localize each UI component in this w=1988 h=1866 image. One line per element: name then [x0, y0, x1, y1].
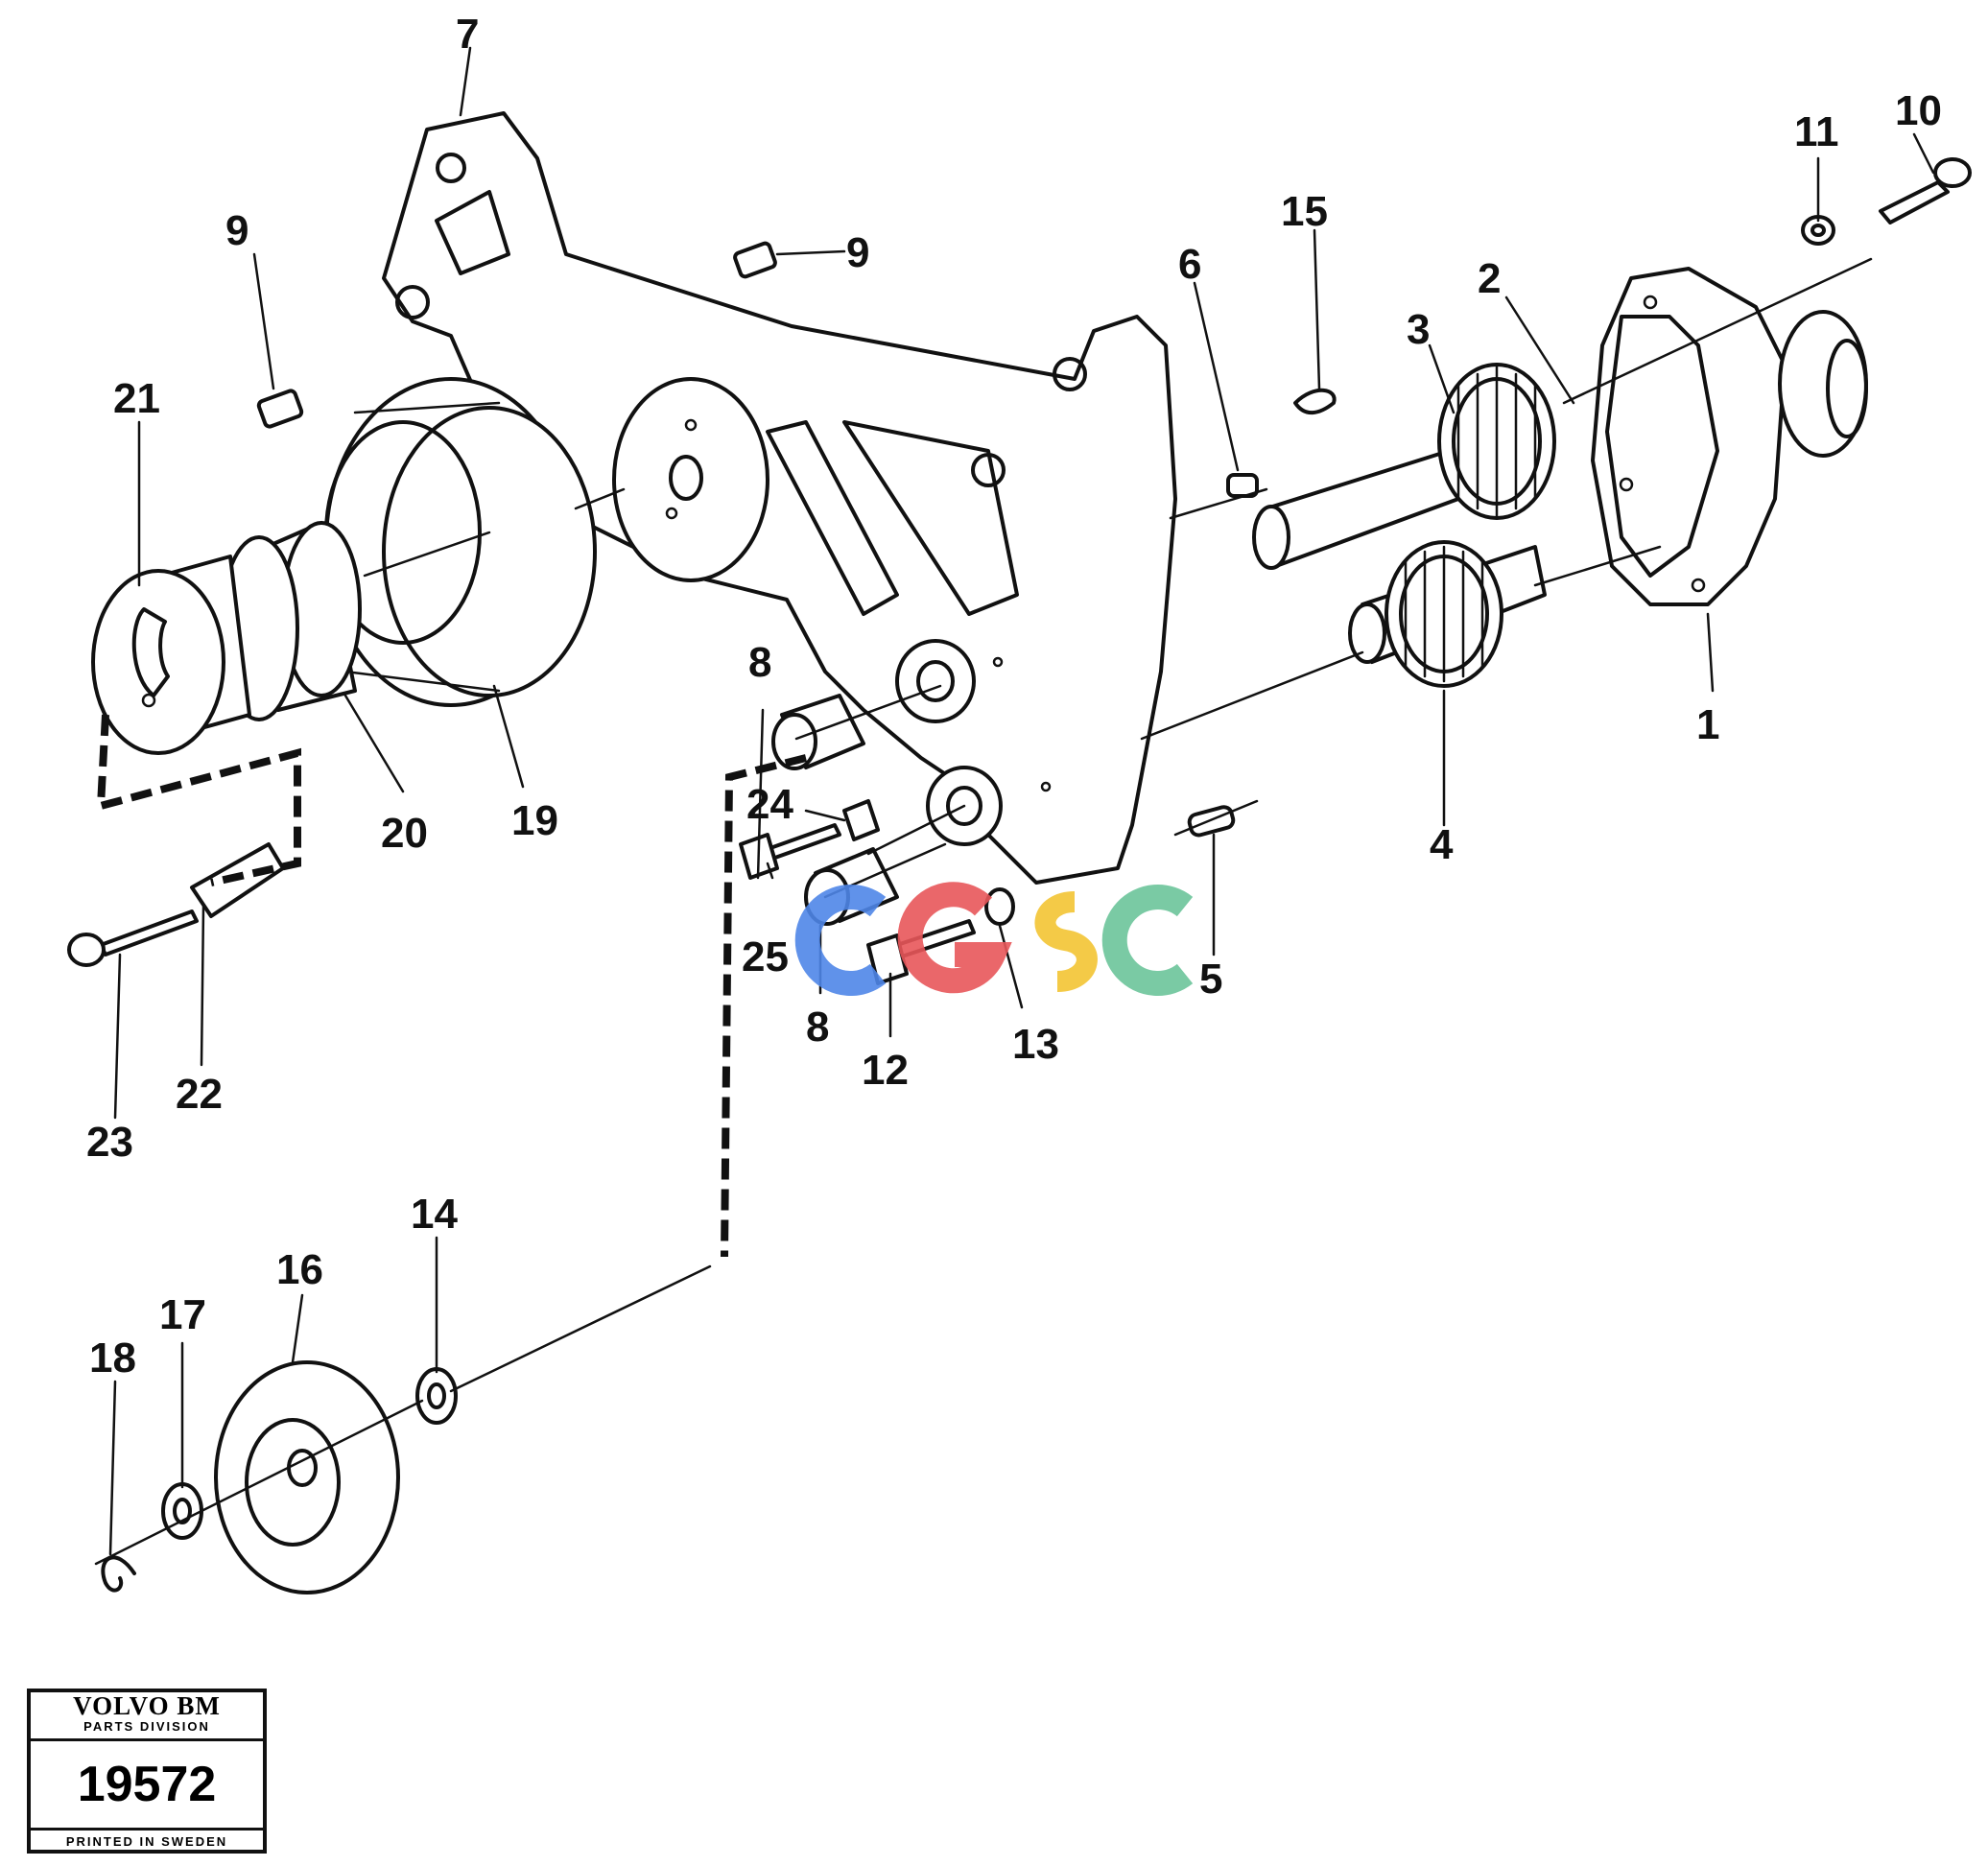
- label-13: 13: [1012, 1021, 1059, 1068]
- washer-14: [415, 1367, 458, 1425]
- label-7: 7: [456, 11, 479, 58]
- pump-gear-lower: [1348, 540, 1547, 688]
- label-2: 2: [1478, 255, 1501, 302]
- label-14: 14: [411, 1191, 458, 1238]
- label-25: 25: [742, 933, 789, 980]
- watermark-letter-s: [1034, 891, 1098, 992]
- bolt-23: [67, 909, 199, 967]
- label-18: 18: [89, 1335, 136, 1382]
- label-16: 16: [276, 1246, 323, 1293]
- set-screw-9b: [733, 241, 777, 279]
- label-9a: 9: [225, 207, 248, 254]
- label-17: 17: [159, 1291, 206, 1338]
- label-20: 20: [381, 810, 428, 857]
- bushing: [219, 521, 362, 721]
- stamp-number: 19572: [31, 1741, 263, 1831]
- stamp-division: PARTS DIVISION: [83, 1719, 210, 1734]
- set-screw-9a: [256, 389, 304, 429]
- label-3: 3: [1407, 306, 1430, 353]
- pump-cover: [1591, 267, 1868, 606]
- label-1: 1: [1696, 701, 1719, 748]
- dashed-assembly-line-left: [96, 714, 301, 886]
- label-24: 24: [746, 781, 793, 828]
- large-gear: [324, 377, 597, 707]
- gear-shaft: [1252, 363, 1556, 570]
- label-11: 11: [1794, 108, 1839, 155]
- label-8b: 8: [806, 1004, 829, 1051]
- label-8a: 8: [748, 639, 771, 686]
- label-23: 23: [86, 1119, 133, 1166]
- label-6: 6: [1178, 241, 1201, 288]
- stamp-brand: VOLVO BM: [73, 1691, 221, 1720]
- label-15: 15: [1281, 188, 1328, 235]
- label-9b: 9: [846, 229, 869, 276]
- cgsc-watermark-logo: [794, 882, 1194, 996]
- lock-plate-24: [842, 799, 880, 841]
- watermark-letter-c2: [1101, 885, 1194, 996]
- label-19: 19: [511, 797, 558, 844]
- label-12: 12: [862, 1047, 909, 1094]
- circlip: [101, 1555, 136, 1593]
- key-15: [1293, 388, 1337, 415]
- washer-13: [984, 887, 1015, 926]
- part-labels: 1 2 3 4 5 6 7 8 8 9 9 10 11 12 13 14 15 …: [86, 11, 1942, 1382]
- leader-lines: [108, 46, 1935, 1556]
- dashed-assembly-line-center: [721, 754, 807, 1258]
- label-5: 5: [1199, 956, 1222, 1003]
- stamp-printed: PRINTED IN SWEDEN: [65, 1834, 228, 1849]
- watermark-letter-c1: [794, 885, 887, 996]
- volvo-bm-parts-stamp: VOLVO BM PARTS DIVISION 19572 PRINTED IN…: [27, 1689, 267, 1854]
- bolt-10: [1879, 157, 1972, 224]
- stamp-header: VOLVO BM PARTS DIVISION: [31, 1692, 263, 1741]
- label-22: 22: [176, 1071, 223, 1118]
- washer-17: [161, 1482, 203, 1540]
- idler-gear: [214, 1360, 400, 1594]
- label-4: 4: [1430, 821, 1454, 868]
- hub-flange: [91, 555, 251, 755]
- label-10: 10: [1895, 87, 1942, 134]
- assembly-lines: [94, 257, 1873, 1566]
- label-21: 21: [113, 375, 160, 422]
- watermark-letter-g: [897, 882, 1012, 994]
- washer-11: [1801, 215, 1835, 246]
- sleeve-8a: [771, 694, 865, 770]
